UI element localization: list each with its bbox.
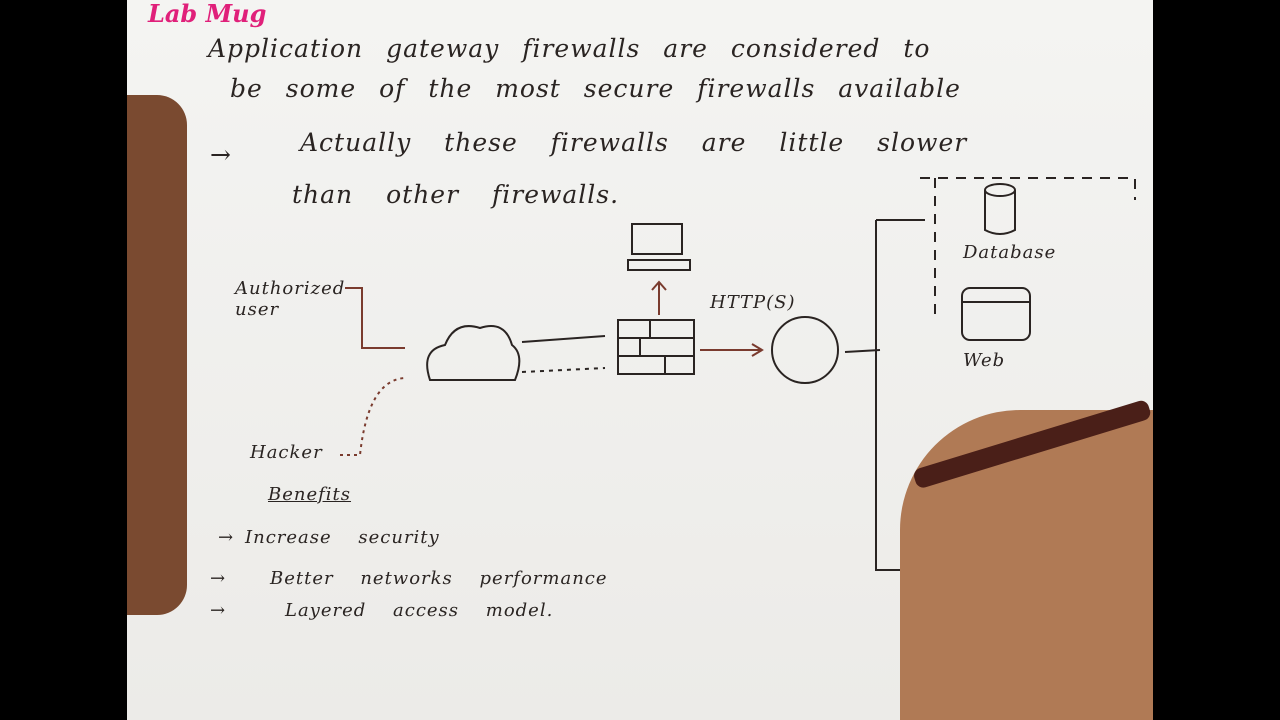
server-rack <box>875 219 925 571</box>
benefit-arrow: → <box>218 527 235 548</box>
benefit-item: Better networks performance <box>270 568 608 589</box>
computer-icon <box>627 223 691 271</box>
right-hand <box>900 410 1153 720</box>
router-link <box>844 349 881 353</box>
note-line-4: than other firewalls. <box>292 180 620 209</box>
note-line-3: Actually these firewalls are little slow… <box>300 128 968 157</box>
note-line-1: Application gateway firewalls are consid… <box>208 34 931 63</box>
database-label: Database <box>963 242 1057 263</box>
benefit-arrow: → <box>210 568 227 589</box>
database-icon <box>984 183 1016 235</box>
authorized-user-label: Authorized user <box>235 278 346 320</box>
web-label: Web <box>963 350 1006 371</box>
hacker-label: Hacker <box>250 442 323 463</box>
note-line-2: be some of the most secure firewalls ava… <box>230 74 961 103</box>
link-line <box>521 335 606 343</box>
benefit-arrow: → <box>210 600 227 621</box>
user-arrow <box>345 287 405 349</box>
channel-logo: Lab Mug <box>148 0 267 28</box>
right-arrow <box>700 343 764 357</box>
up-arrow <box>651 280 667 315</box>
router-icon <box>771 316 839 384</box>
firewall-icon <box>617 319 695 375</box>
dashed-zone <box>920 177 1136 320</box>
dotted-link-line <box>521 367 606 373</box>
web-server-icon <box>961 287 1031 341</box>
arrow-bullet: → <box>210 140 232 169</box>
benefit-item: Increase security <box>245 527 440 548</box>
protocol-label: HTTP(S) <box>710 292 796 313</box>
benefit-item: Layered access model. <box>285 600 554 621</box>
benefits-title: Benefits <box>268 484 352 505</box>
hacker-dotted-arrow <box>340 377 406 456</box>
left-hand <box>127 95 187 615</box>
cloud-icon <box>426 325 521 381</box>
